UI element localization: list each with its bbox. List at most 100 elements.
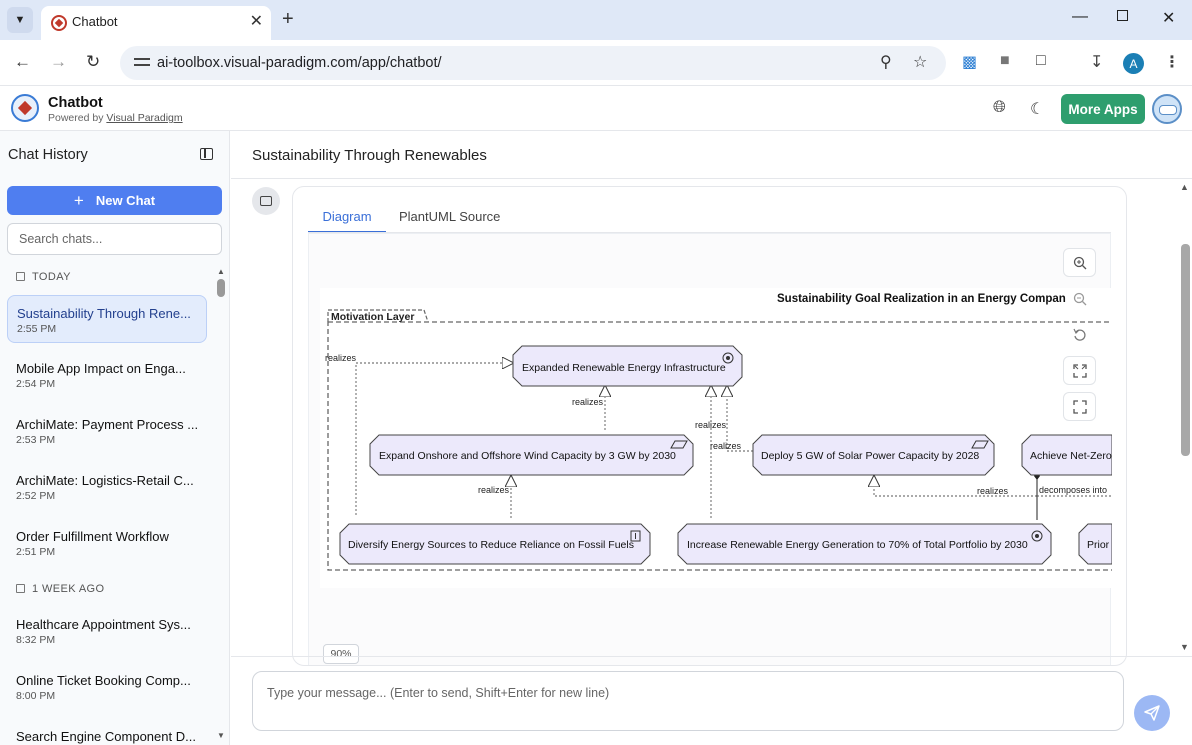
sidebar-scrollbar[interactable]: ▲ ▼: [216, 265, 228, 745]
node-label-prior: Prior: [1087, 539, 1110, 551]
site-info-icon[interactable]: [134, 55, 150, 69]
main-scrollbar[interactable]: ▲ ▼: [1180, 180, 1192, 655]
node-label-diversify: Diversify Energy Sources to Reduce Relia…: [348, 539, 634, 551]
browser-tab-title: Chatbot: [72, 14, 118, 29]
sidebar-toggle-icon[interactable]: [200, 148, 213, 160]
scroll-down-arrow-icon[interactable]: ▼: [217, 731, 225, 740]
edge-label-decomposes-into: decomposes into: [1039, 485, 1107, 495]
chat-item[interactable]: Sustainability Through Rene... 2:55 PM: [7, 295, 207, 343]
fullscreen-button[interactable]: [1063, 392, 1096, 421]
node-expanded-renewable-infrastructure[interactable]: [512, 345, 743, 387]
forward-icon[interactable]: →: [50, 52, 67, 71]
node-prior[interactable]: [1078, 523, 1112, 565]
chat-item-time: 2:54 PM: [16, 378, 56, 390]
tab-favicon-icon: [51, 15, 67, 31]
url-text[interactable]: ai-toolbox.visual-paradigm.com/app/chatb…: [157, 55, 442, 71]
edge-label-realizes: realizes: [710, 441, 742, 451]
tabs-divider: [308, 232, 1111, 233]
zoom-in-button[interactable]: [1063, 248, 1096, 277]
visual-paradigm-logo-icon: [11, 94, 39, 122]
extensions-puzzle-icon[interactable]: □: [1036, 52, 1046, 69]
fit-to-screen-button[interactable]: [1063, 356, 1096, 385]
zoom-out-button[interactable]: [1063, 284, 1096, 313]
window-close-icon[interactable]: ✕: [1162, 10, 1176, 27]
node-deploy-solar-capacity[interactable]: [752, 434, 995, 476]
browser-menu-icon[interactable]: ⋮: [1164, 54, 1180, 71]
chat-history-list: TODAY Sustainability Through Rene... 2:5…: [0, 265, 214, 745]
sidebar-scroll-thumb[interactable]: [217, 279, 225, 297]
package-label: Motivation Layer: [331, 311, 414, 323]
chat-item-title: ArchiMate: Payment Process ...: [16, 417, 199, 432]
bot-avatar-icon[interactable]: [1152, 94, 1182, 124]
maximize-icon[interactable]: [1117, 10, 1128, 21]
main-scroll-thumb[interactable]: [1181, 244, 1190, 456]
scroll-down-arrow-icon[interactable]: ▼: [1180, 642, 1189, 652]
scroll-up-arrow-icon[interactable]: ▲: [217, 267, 225, 276]
dark-mode-moon-icon[interactable]: ☾: [1030, 101, 1045, 118]
fullscreen-icon: [1072, 399, 1087, 414]
node-label-increase: Increase Renewable Energy Generation to …: [687, 539, 1028, 551]
powered-by-label: Powered by: [48, 112, 104, 124]
tab-search-chevron-icon[interactable]: ▼: [7, 7, 33, 33]
edge-label-realizes: realizes: [977, 486, 1009, 496]
chat-item-title: Sustainability Through Rene...: [17, 306, 191, 321]
extension-comment-icon[interactable]: ■: [1000, 52, 1010, 69]
reset-zoom-button[interactable]: [1063, 320, 1096, 349]
group-label-1-week-ago: 1 WEEK AGO: [16, 583, 104, 595]
tab-close-icon[interactable]: ✕: [249, 13, 263, 30]
browser-tabstrip: ▼ Chatbot ✕ + — ✕: [0, 0, 1192, 40]
diagram-canvas[interactable]: Sustainability Goal Realization in an En…: [308, 233, 1112, 665]
chat-item-time: 2:51 PM: [16, 546, 56, 558]
composer-divider: [231, 656, 1192, 657]
profile-avatar[interactable]: A: [1123, 53, 1144, 74]
diagram-card: Diagram PlantUML Source Sustainability G…: [292, 186, 1127, 666]
bookmark-star-icon[interactable]: ☆: [913, 54, 928, 71]
chat-item[interactable]: Online Ticket Booking Comp... 8:00 PM: [7, 663, 207, 711]
chat-item-title: Healthcare Appointment Sys...: [16, 617, 191, 632]
chat-item[interactable]: ArchiMate: Payment Process ... 2:53 PM: [7, 407, 207, 455]
app-title: Chatbot: [48, 95, 103, 111]
edge-label-realizes: realizes: [695, 420, 727, 430]
visual-paradigm-link[interactable]: Visual Paradigm: [106, 112, 183, 124]
new-tab-icon[interactable]: +: [282, 8, 294, 30]
chat-item[interactable]: Search Engine Component D...: [7, 719, 207, 745]
zoom-out-icon: [1073, 292, 1086, 305]
reload-icon[interactable]: ↻: [86, 52, 101, 71]
fit-icon: [1072, 363, 1087, 378]
zoom-icon[interactable]: ⚲: [880, 54, 892, 71]
tab-plantuml-source[interactable]: PlantUML Source: [399, 209, 501, 224]
message-input[interactable]: [252, 671, 1124, 731]
new-chat-label: New Chat: [95, 193, 156, 208]
globe-icon[interactable]: 🌐︎: [993, 99, 1006, 116]
chat-item-time: 8:32 PM: [16, 634, 56, 646]
node-label-solar: Deploy 5 GW of Solar Power Capacity by 2…: [761, 450, 979, 462]
node-expand-wind-capacity[interactable]: [369, 434, 694, 476]
send-button[interactable]: [1134, 695, 1170, 731]
chat-item[interactable]: Healthcare Appointment Sys... 8:32 PM: [7, 607, 207, 655]
minimize-icon[interactable]: —: [1072, 8, 1088, 25]
more-apps-button[interactable]: More Apps: [1061, 94, 1145, 124]
back-icon[interactable]: ←: [14, 52, 31, 71]
tab-diagram[interactable]: Diagram: [308, 207, 386, 233]
scroll-up-arrow-icon[interactable]: ▲: [1180, 182, 1189, 192]
extension-file-icon[interactable]: ▩: [962, 54, 978, 71]
app-subtitle: Powered by Visual Paradigm: [48, 112, 183, 124]
chat-item[interactable]: Mobile App Impact on Enga... 2:54 PM: [7, 351, 207, 399]
node-increase-renewable-generation[interactable]: [677, 523, 1052, 565]
address-bar[interactable]: ai-toolbox.visual-paradigm.com/app/chatb…: [120, 46, 946, 80]
send-icon: [1144, 705, 1160, 721]
edge-label-realizes: realizes: [572, 397, 604, 407]
browser-tab-chatbot[interactable]: Chatbot ✕: [41, 6, 271, 40]
plus-icon: +: [73, 190, 84, 210]
reset-icon: [1072, 328, 1086, 341]
new-chat-button[interactable]: + New Chat: [7, 186, 222, 215]
edge-label-realizes: realizes: [478, 485, 510, 495]
download-icon[interactable]: ↧: [1090, 54, 1104, 71]
chat-item-time: 2:52 PM: [16, 490, 56, 502]
search-chats-input[interactable]: [7, 223, 222, 255]
chat-item[interactable]: Order Fulfillment Workflow 2:51 PM: [7, 519, 207, 567]
node-diversify-energy-sources[interactable]: [339, 523, 651, 565]
chat-item[interactable]: ArchiMate: Logistics-Retail C... 2:52 PM: [7, 463, 207, 511]
edge-label-realizes: realizes: [325, 353, 357, 363]
node-achieve-net-zero[interactable]: [1021, 434, 1112, 476]
